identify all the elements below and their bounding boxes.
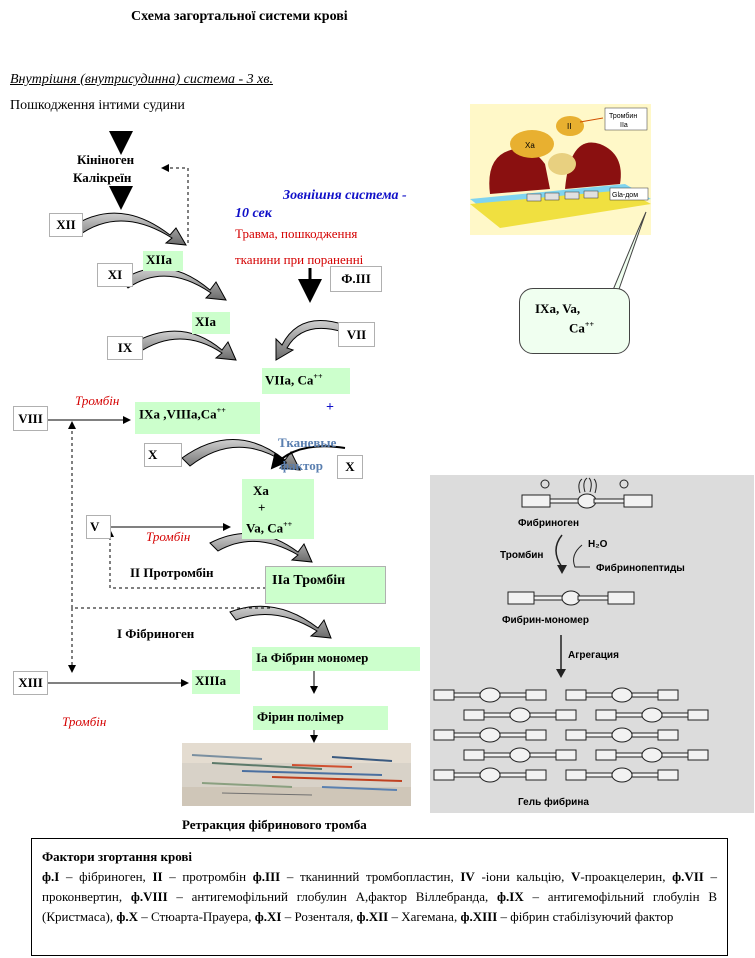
factor-xii-box: XII	[49, 213, 83, 237]
factor-iii-box: Ф.ІІІ	[330, 266, 382, 292]
factor-xia-box: XIa	[192, 312, 230, 334]
factor-xi-box: XI	[97, 263, 133, 287]
fibrin-formation-diagram: Фибриноген Тромбин H₂O Фибринопептиды Фи…	[433, 477, 709, 808]
factor-x-box: X	[144, 443, 182, 467]
clot-retraction-caption: Ретракция фібринового тромба	[182, 817, 367, 832]
factor-description: – Розенталя,	[281, 909, 357, 924]
factor-x-extrinsic-box: X	[337, 455, 363, 479]
svg-text:II: II	[567, 122, 571, 131]
trauma-label-line1: Травма, пошкодження	[235, 226, 358, 241]
page-title: Схема загортальної системи крові	[131, 9, 348, 24]
factor-description: -проакцелерин,	[580, 869, 673, 884]
trauma-label-line2: тканини при пораненні	[235, 252, 364, 267]
factor-viii-box: VIII	[13, 406, 48, 431]
kininogen-label: Кініноген	[77, 152, 135, 167]
fibrin-polymer-box: Фірин полімер	[253, 706, 388, 730]
factor-code: V	[571, 869, 581, 884]
factor-code: ф.VIII	[130, 889, 168, 904]
extrinsic-heading-line2: 10 сек	[235, 206, 272, 221]
tenase-complex-box: IXa ,VIIIa,Ca++	[135, 402, 260, 434]
factor-description: – проконвертин,	[42, 869, 717, 904]
tissue-factor-line2: фактор	[280, 458, 323, 473]
factor-description: – тканинний тромбопластин,	[280, 869, 461, 884]
factor-xiiia-box: XIIIa	[192, 670, 240, 694]
f10b-to-xa-arrow	[270, 445, 346, 470]
extrinsic-heading-line1: Зовнішня система -	[283, 188, 407, 203]
factor-code: ф.І	[42, 869, 60, 884]
vessel-damage-label: Пошкодження інтими судини	[10, 98, 185, 113]
factor-description: – фібриноген,	[59, 869, 153, 884]
factor-description: – протромбін	[162, 869, 253, 884]
factor-description: – фібрин стабілізуючий фактор	[497, 909, 674, 924]
f7-curved-arrow	[275, 320, 346, 361]
factor-description: – антигемофільний глобулин А,фактор Вілл…	[167, 889, 498, 904]
factor-code: IV	[460, 869, 475, 884]
factors-heading: Фактори згортання крові	[42, 849, 193, 864]
factor-code: ІІ	[152, 869, 163, 884]
factor-code: ф.ХІІІ	[460, 909, 498, 924]
factor-xiia-box: XIIa	[143, 251, 183, 271]
factor-code: ф.ХІ	[254, 909, 282, 924]
svg-text:H₂O: H₂O	[588, 539, 608, 550]
svg-text:Фибрин-мономер: Фибрин-мономер	[502, 614, 589, 626]
factor-ix-box: IX	[107, 336, 143, 360]
factor-description: -іони кальцію,	[474, 869, 572, 884]
thrombin-label-1: Тромбін	[75, 393, 120, 408]
factor-xiii-box: XIII	[13, 671, 48, 695]
factor-code: ф.ІІІ	[252, 869, 281, 884]
clot-retraction-image	[182, 743, 411, 806]
svg-text:Тромбин: Тромбин	[500, 549, 543, 561]
prothrombin-label: II Протромбін	[130, 565, 214, 580]
factor-v-box: V	[86, 515, 111, 539]
factor-description: – антигемофільний глобулін В (Кристмаса)…	[42, 889, 718, 924]
svg-text:Фибринопептиды: Фибринопептиды	[596, 562, 685, 574]
factor-code: ф.Х	[116, 909, 138, 924]
fibrinogen-label: I Фібриноген	[117, 626, 195, 641]
factor-description: – Хагемана,	[388, 909, 461, 924]
membrane-complex-image: Gla-дом Тромбин IIa Xa II	[470, 104, 651, 235]
thrombin-box: IIa Тромбін	[265, 566, 386, 604]
fibrin-monomer-box: Ia Фібрин мономер	[252, 647, 420, 671]
svg-text:Фибриноген: Фибриноген	[518, 517, 579, 529]
kallikrein-feedback-line	[161, 164, 189, 243]
svg-text:Агрегация: Агрегация	[568, 650, 619, 661]
factor-code: ф.VII	[672, 869, 704, 884]
factor-code: ф.IX	[497, 889, 524, 904]
plus-sign-extrinsic: +	[326, 400, 334, 415]
factors-list: ф.І – фібриноген, ІІ – протромбін ф.ІІІ …	[42, 867, 717, 927]
fibrin-formation-panel: Фибриноген Тромбин H₂O Фибринопептиды Фи…	[430, 475, 754, 813]
thrombin-label-3: Тромбін	[62, 714, 107, 729]
kallikrein-label: Калікреїн	[73, 170, 132, 185]
coagulation-factors-legend: Фактори згортання крові ф.І – фібриноген…	[31, 838, 728, 956]
factor-code: ф.ХІІ	[356, 909, 389, 924]
svg-text:IIa: IIa	[620, 122, 628, 129]
thrombin-label-2: Тромбін	[146, 529, 191, 544]
prothrombinase-complex-box: Xa + Va, Ca++	[242, 479, 314, 539]
intrinsic-system-heading: Внутрішня (внутрисудинна) система - 3 хв…	[10, 72, 273, 87]
membrane-callout: IXa, Va, Ca++	[519, 288, 630, 354]
factor-description: – Стюарта-Прауера,	[137, 909, 255, 924]
thrombin-feedback-f5	[106, 529, 266, 589]
svg-text:Gla-дом: Gla-дом	[612, 192, 638, 199]
svg-text:Xa: Xa	[525, 141, 535, 150]
factor-vii-box: VII	[338, 322, 375, 347]
factor-viia-box: VIIa, Ca++	[262, 368, 350, 394]
tissue-factor-line1: Тканевые	[278, 435, 337, 450]
svg-text:Тромбин: Тромбин	[609, 112, 637, 120]
svg-text:Гель фибрина: Гель фибрина	[518, 796, 589, 808]
